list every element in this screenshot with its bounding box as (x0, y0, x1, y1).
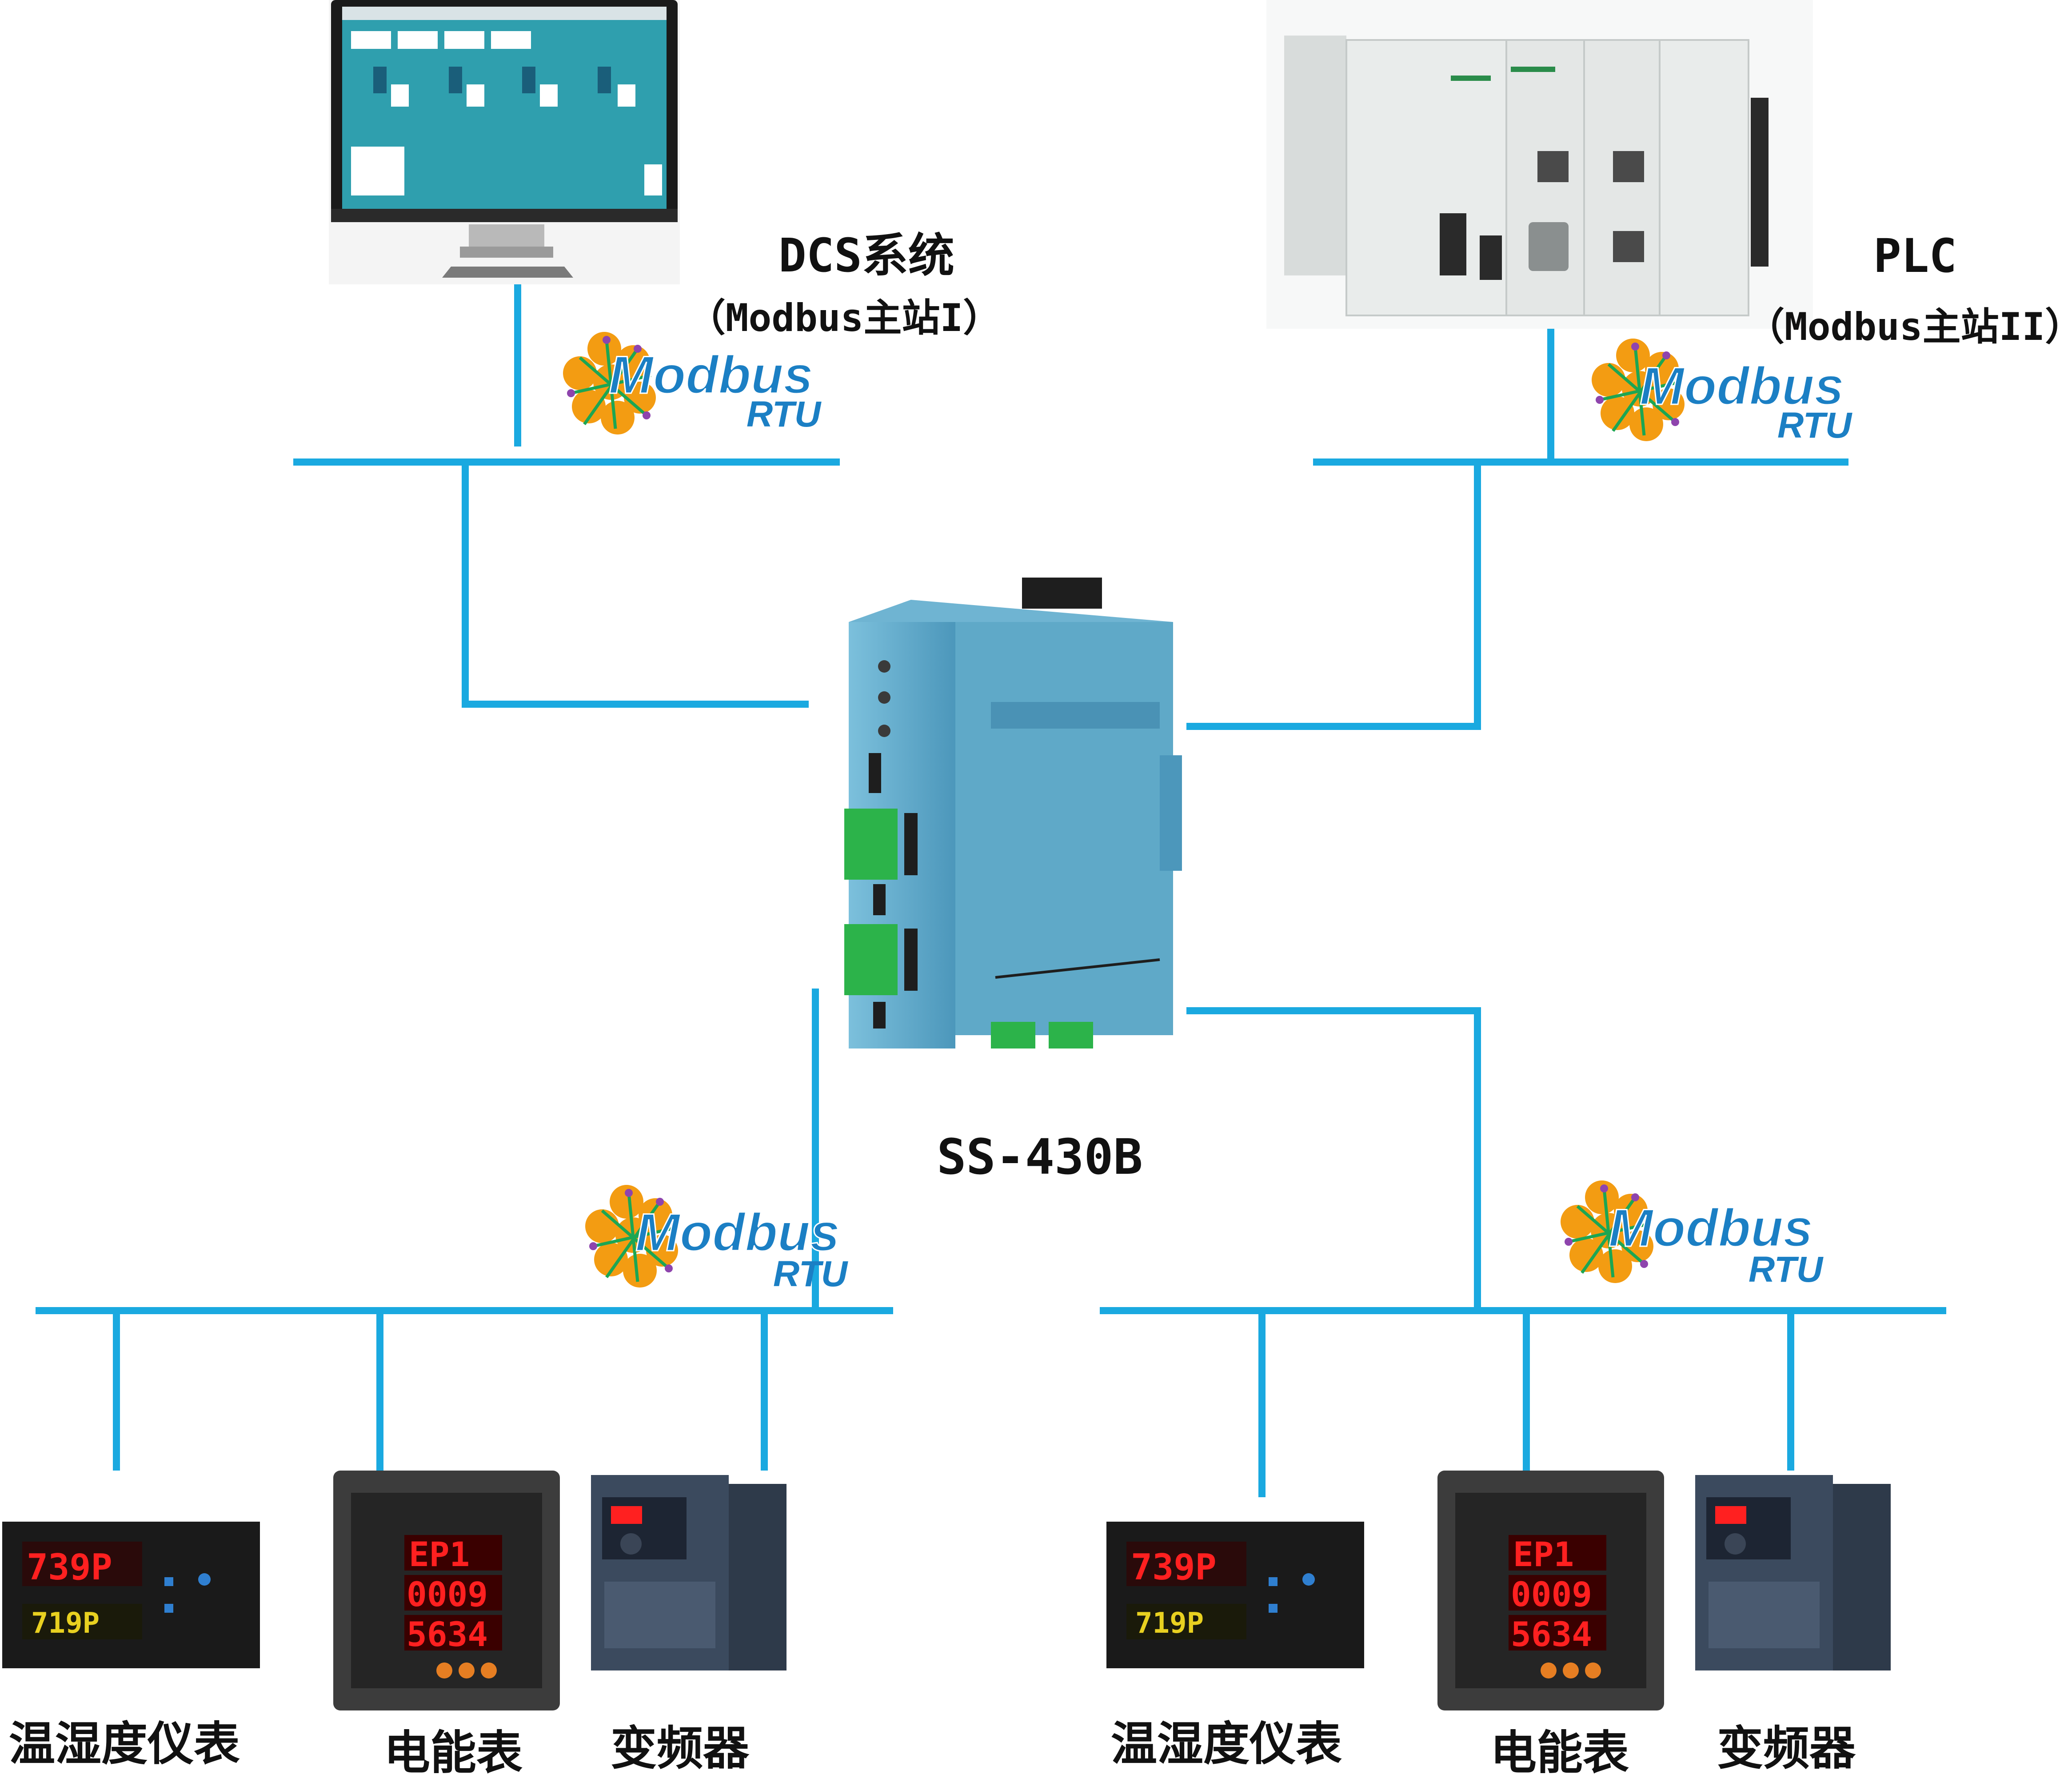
modbus-logo-word: Modbus (1640, 356, 1844, 416)
svg-text:EP1: EP1 (1513, 1535, 1574, 1574)
plc-title: PLC (1873, 229, 1957, 283)
modbus-logo-bottom-left: Modbus RTU (585, 1185, 848, 1294)
dcs-title: DCS系统 (778, 228, 954, 283)
plc-role: （Modbus主站II） (1746, 305, 2072, 349)
dcs-role: （Modbus主站I） (687, 296, 1002, 340)
plc-to-gateway-line (1186, 462, 1481, 730)
svg-text:5634: 5634 (407, 1615, 488, 1654)
modbus-logo-bottom-right: Modbus RTU (1561, 1180, 1824, 1290)
modbus-logo-rtu: RTU (1777, 405, 1852, 446)
inverter-icon (591, 1475, 786, 1670)
modbus-logo-word: Modbus (635, 1203, 840, 1262)
modbus-logo-top-right: Modbus RTU (1592, 339, 1852, 446)
svg-text:719P: 719P (31, 1607, 100, 1640)
svg-text:739P: 739P (27, 1547, 112, 1588)
right-thermo-label: 温湿度仪表 (1110, 1717, 1342, 1771)
svg-text:0009: 0009 (1511, 1575, 1592, 1614)
modbus-logo-rtu: RTU (1749, 1249, 1824, 1290)
dcs-to-gateway-line (462, 462, 809, 708)
gateway-module-icon (844, 578, 1182, 1048)
modbus-logo-rtu: RTU (773, 1254, 848, 1294)
left-meter-label: 电能表 (383, 1726, 523, 1780)
modbus-logo-word: Modbus (609, 345, 813, 405)
modbus-logo-word: Modbus (1609, 1198, 1813, 1258)
gateway-model-label: SS-430B (937, 1128, 1143, 1185)
svg-text:739P: 739P (1131, 1547, 1217, 1588)
svg-text:5634: 5634 (1511, 1615, 1592, 1654)
plc-icon (1266, 0, 1813, 329)
left-thermo-label: 温湿度仪表 (8, 1717, 240, 1771)
modbus-logo-rtu: RTU (747, 394, 822, 435)
right-meter-label: 电能表 (1490, 1726, 1629, 1780)
inverter-icon (1695, 1475, 1891, 1670)
temperature-humidity-meter-icon: 739P 719P (1106, 1522, 1364, 1668)
gateway-to-right-bus (1186, 1007, 1481, 1311)
right-inverter-label: 变频器 (1717, 1721, 1856, 1775)
temperature-humidity-meter-icon: 739P 719P (2, 1522, 260, 1668)
monitor-icon (329, 0, 680, 284)
bus-lines (36, 282, 1946, 1497)
svg-text:719P: 719P (1135, 1607, 1204, 1640)
svg-text:EP1: EP1 (409, 1535, 470, 1574)
left-inverter-label: 变频器 (610, 1721, 749, 1775)
svg-text:0009: 0009 (407, 1575, 488, 1614)
modbus-logo-top-left: Modbus RTU (563, 332, 822, 435)
